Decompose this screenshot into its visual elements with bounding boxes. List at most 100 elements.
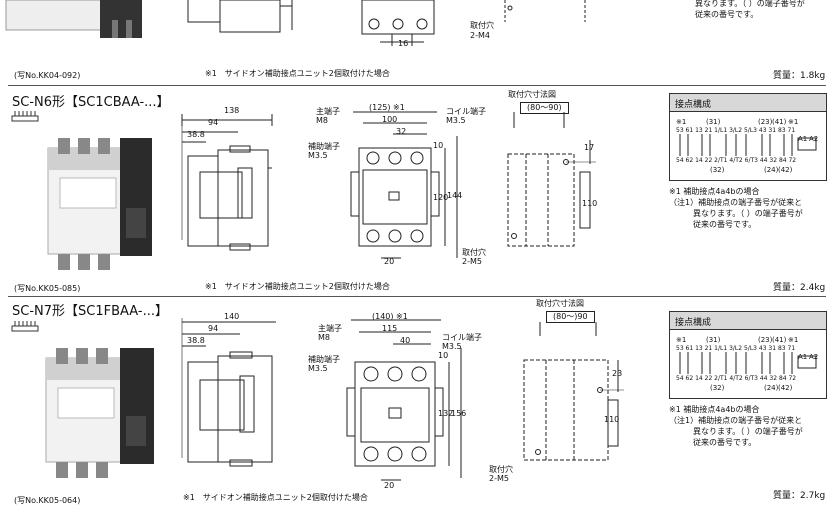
product-photo-top: [5, 0, 142, 38]
dim-16: 16: [398, 39, 409, 48]
contact-note-4: 従来の番号です。: [669, 438, 757, 447]
mount-view-top: [504, 0, 586, 22]
front-dim-height-inner: 132: [438, 409, 454, 418]
aux-terminal-size: M3.5: [308, 364, 328, 373]
mount-title: 取付穴寸法図: [536, 299, 584, 308]
contact-config-panel: 接点構成 ※1 (31) (23) (41) ※1 53 61 13 21 1/…: [669, 93, 827, 181]
contact-mark-1: ※1: [676, 118, 687, 126]
mount-offset: 23: [612, 369, 623, 378]
side-dim-small: 38.8: [187, 130, 205, 139]
front-dim-bottom: 20: [384, 257, 395, 266]
section-title: SC-N7形【SC1FBAA-...】: [12, 304, 168, 319]
weight: 質量：2.4kg: [773, 283, 826, 293]
aux-terminal-label: 補助端子: [308, 355, 340, 364]
divider-2: [8, 296, 826, 297]
front-view-drawing: [346, 319, 462, 481]
front-dim-top-outer: (125) ※1: [369, 103, 405, 112]
footnote: ※1 サイドオン補助接点ユニット2個取付けた場合: [183, 493, 368, 502]
contact-top-nums: 53 61 13 21 1/L1 3/L2 5/L3 43 31 83 71: [676, 127, 796, 134]
photo-no-top: (写No.KK04-092): [14, 71, 81, 80]
contact-bmark-2: (24): [764, 384, 779, 392]
contact-mark-1: ※1: [676, 336, 687, 344]
contact-bottom-nums: 54 62 14 22 2/T1 4/T2 6/T3 44 32 84 72: [676, 157, 797, 164]
side-dim-overall: 140: [224, 312, 240, 321]
contact-note-3: 異なります。（ ）の端子番号が: [669, 209, 803, 218]
coil-terminal-label: コイル端子: [442, 333, 482, 342]
front-view-drawing: [350, 111, 458, 259]
contact-mark-3: (23): [758, 118, 773, 126]
contact-note-2: （注1）補助接点の端子番号が従来と: [669, 416, 803, 425]
front-dim-height-outer: 156: [451, 409, 467, 418]
contact-mark-5: ※1: [788, 336, 799, 344]
contact-note-4: 従来の番号です。: [669, 220, 757, 229]
contact-diagram: [679, 352, 817, 374]
mount-range: (80〜)90: [546, 311, 595, 323]
contact-bmark-2: (24): [764, 166, 779, 174]
main-terminal-size: M8: [316, 116, 328, 125]
contact-top-nums: 53 61 13 21 1/L1 3/L2 5/L3 43 31 83 71: [676, 345, 796, 352]
contact-coil-a2: A2: [809, 135, 819, 143]
side-dim-mid: 94: [208, 324, 219, 333]
side-view-drawing: [181, 318, 276, 467]
contact-mark-5: ※1: [788, 118, 799, 126]
front-dim-coil-pitch: 40: [400, 336, 411, 345]
contact-mark-2: (31): [706, 336, 721, 344]
main-terminal-label: 主端子: [318, 324, 342, 333]
contact-bmark-3: (42): [778, 166, 793, 174]
mount-hole-drawing: [523, 322, 624, 461]
photo-no: (写No.KK05-064): [14, 496, 81, 505]
product-photo: [11, 111, 152, 270]
front-dim-height-outer: 144: [447, 191, 463, 200]
coil-terminal-label: コイル端子: [446, 107, 486, 116]
contact-coil-a1: A1: [798, 353, 808, 361]
mount-range: (80〜90): [520, 102, 569, 114]
top-note-2: 従来の番号です。: [695, 10, 759, 19]
mount-hole-label: 取付穴: [462, 248, 486, 257]
contact-mark-4: (41): [772, 336, 787, 344]
footnote: ※1 サイドオン補助接点ユニット2個取付けた場合: [205, 282, 390, 291]
contact-config-panel: 接点構成 ※1 (31) (23) (41) ※1 53 61 13 21 1/…: [669, 311, 827, 399]
main-terminal-size: M8: [318, 333, 330, 342]
contact-bmark-3: (42): [778, 384, 793, 392]
mount-hole-spec: 2-M5: [462, 257, 482, 266]
footnote-top: ※1 サイドオン補助接点ユニット2個取付けた場合: [205, 69, 390, 78]
front-dim-bottom: 20: [384, 481, 395, 490]
contact-config-title: 接点構成: [670, 94, 826, 112]
front-dim-top-outer: (140) ※1: [372, 312, 408, 321]
side-view-top: [187, 0, 293, 33]
contact-bottom-nums: 54 62 14 22 2/T1 4/T2 6/T3 44 32 84 72: [676, 375, 797, 382]
aux-terminal-label: 補助端子: [308, 142, 340, 151]
front-dim-coil-off: 10: [438, 351, 449, 360]
front-dim-top-inner: 115: [382, 324, 398, 333]
contact-mark-4: (41): [772, 118, 787, 126]
weight: 質量：2.7kg: [773, 491, 826, 501]
contact-coil-a2: A2: [809, 353, 819, 361]
side-dim-mid: 94: [208, 118, 219, 127]
front-dim-coil-pitch: 32: [396, 127, 407, 136]
mount-hole-spec: 2-M5: [489, 474, 509, 483]
front-dim-coil-off: 10: [433, 141, 444, 150]
product-photo: [11, 321, 154, 478]
mount-height: 110: [582, 199, 598, 208]
mount-height: 110: [604, 415, 620, 424]
mount-offset: 17: [584, 143, 595, 152]
mount-title: 取付穴寸法図: [508, 90, 556, 99]
main-terminal-label: 主端子: [316, 107, 340, 116]
divider-1: [8, 85, 826, 86]
contact-note-3: 異なります。（ ）の端子番号が: [669, 427, 803, 436]
contact-diagram: [679, 134, 817, 156]
contact-mark-2: (31): [706, 118, 721, 126]
top-note-1: 異なります。（ ）の端子番号が: [695, 0, 805, 8]
mount-hole-label: 取付穴: [489, 465, 513, 474]
contact-bmark-1: (32): [710, 166, 725, 174]
contact-note-1: ※1 補助接点4a4bの場合: [669, 405, 760, 414]
coil-terminal-size: M3.5: [442, 342, 462, 351]
weight-top: 質量：1.8kg: [773, 71, 826, 81]
section-title: SC-N6形【SC1CBAA-...】: [12, 95, 170, 110]
mount-hole-spec-top: 2-M4: [470, 31, 490, 40]
mount-hole-drawing: [507, 112, 596, 247]
front-view-top: [361, 0, 435, 46]
contact-mark-3: (23): [758, 336, 773, 344]
aux-terminal-size: M3.5: [308, 151, 328, 160]
contact-note-1: ※1 補助接点4a4bの場合: [669, 187, 760, 196]
